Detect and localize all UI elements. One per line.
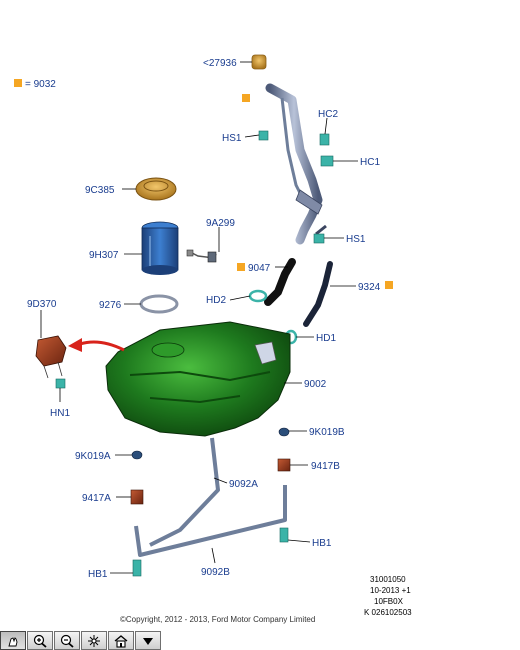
lock-ring-9c385[interactable] — [135, 177, 177, 201]
fuel-tank-9002[interactable] — [105, 321, 291, 437]
pan-icon — [8, 636, 18, 646]
label-9417a: 9417A — [82, 493, 111, 504]
bolt-hb1-right[interactable] — [279, 527, 289, 543]
copyright-notice: ©Copyright, 2012 - 2013, Ford Motor Comp… — [120, 615, 315, 624]
filler-pipe[interactable] — [265, 83, 327, 245]
clip-hc1[interactable] — [320, 155, 334, 167]
bolt-hb1-left[interactable] — [132, 559, 142, 577]
zoom-out-button[interactable] — [54, 631, 80, 650]
label-hd2: HD2 — [206, 295, 226, 306]
filler-cap-27936[interactable] — [251, 54, 267, 70]
parts-diagram: = 9032 — [14, 54, 412, 624]
label-9a299: 9A299 — [206, 218, 235, 229]
pan-button[interactable] — [0, 631, 26, 650]
red-pointer-arrow — [68, 338, 125, 352]
clip-hd2[interactable] — [248, 289, 268, 303]
reference-line-1: 31001050 — [370, 575, 406, 584]
viewer-toolbar — [0, 631, 166, 650]
insulator-9417b[interactable] — [277, 458, 291, 472]
menu-dropdown-button[interactable] — [135, 631, 161, 650]
label-27936: <27936 — [203, 58, 237, 69]
legend: = 9032 — [14, 79, 56, 90]
reference-line-2: 10-2013 +1 — [370, 586, 411, 595]
home-icon — [114, 634, 128, 648]
seal-9276[interactable] — [139, 294, 179, 314]
marker-9032-9047 — [237, 263, 245, 271]
hose-9047[interactable] — [264, 258, 296, 306]
clip-hc2[interactable] — [319, 133, 330, 146]
label-9k019a: 9K019A — [75, 451, 111, 462]
label-hs1-mid: HS1 — [346, 234, 366, 245]
label-hs1-top: HS1 — [222, 133, 242, 144]
sender-9a299[interactable] — [186, 249, 217, 263]
label-9276: 9276 — [99, 300, 122, 311]
label-hb1-left: HB1 — [88, 569, 108, 580]
strap-9092a[interactable] — [149, 437, 220, 547]
nut-9k019a[interactable] — [131, 450, 143, 460]
zoom-out-icon — [60, 634, 74, 648]
legend-code: = 9032 — [25, 79, 56, 90]
reference-line-4: K 026102503 — [364, 608, 412, 617]
label-9092a: 9092A — [229, 479, 258, 490]
label-9002: 9002 — [304, 379, 327, 390]
zoom-in-button[interactable] — [27, 631, 53, 650]
label-hc2: HC2 — [318, 109, 338, 120]
label-hb1-right: HB1 — [312, 538, 332, 549]
reset-view-button[interactable] — [81, 631, 107, 650]
insulator-9417a[interactable] — [130, 489, 144, 505]
clip-hs1-mid[interactable] — [313, 233, 325, 244]
home-button[interactable] — [108, 631, 134, 650]
label-hn1: HN1 — [50, 408, 70, 419]
marker-9032-top — [242, 94, 250, 102]
zoom-in-icon — [33, 634, 47, 648]
label-9047: 9047 — [248, 263, 271, 274]
menu-down-icon — [143, 637, 153, 645]
strap-9092b[interactable] — [134, 485, 287, 557]
label-9092b: 9092B — [201, 567, 230, 578]
clip-hn1[interactable] — [55, 378, 66, 389]
bracket-9d370[interactable] — [35, 335, 67, 379]
reference-block: 31001050 10-2013 +1 10FB0X K 026102503 — [364, 575, 412, 617]
legend-swatch — [14, 79, 22, 87]
reference-line-3: 10FB0X — [374, 597, 404, 606]
label-9d370: 9D370 — [27, 299, 57, 310]
label-9417b: 9417B — [311, 461, 340, 472]
reset-icon — [88, 634, 100, 647]
label-9k019b: 9K019B — [309, 427, 345, 438]
fuel-pump-module-9h307[interactable] — [141, 221, 179, 275]
leader-lines — [40, 61, 358, 574]
part-labels: <27936 HC2 HS1 HC1 9C385 9A299 9H307 HS1… — [27, 58, 381, 580]
label-9324: 9324 — [358, 282, 381, 293]
marker-9032-9324 — [385, 281, 393, 289]
clip-hs1-top[interactable] — [258, 130, 269, 141]
label-hd1: HD1 — [316, 333, 336, 344]
hose-9324[interactable] — [303, 261, 333, 327]
nut-9k019b[interactable] — [278, 427, 290, 437]
label-9h307: 9H307 — [89, 250, 119, 261]
label-9c385: 9C385 — [85, 185, 115, 196]
label-hc1: HC1 — [360, 157, 380, 168]
